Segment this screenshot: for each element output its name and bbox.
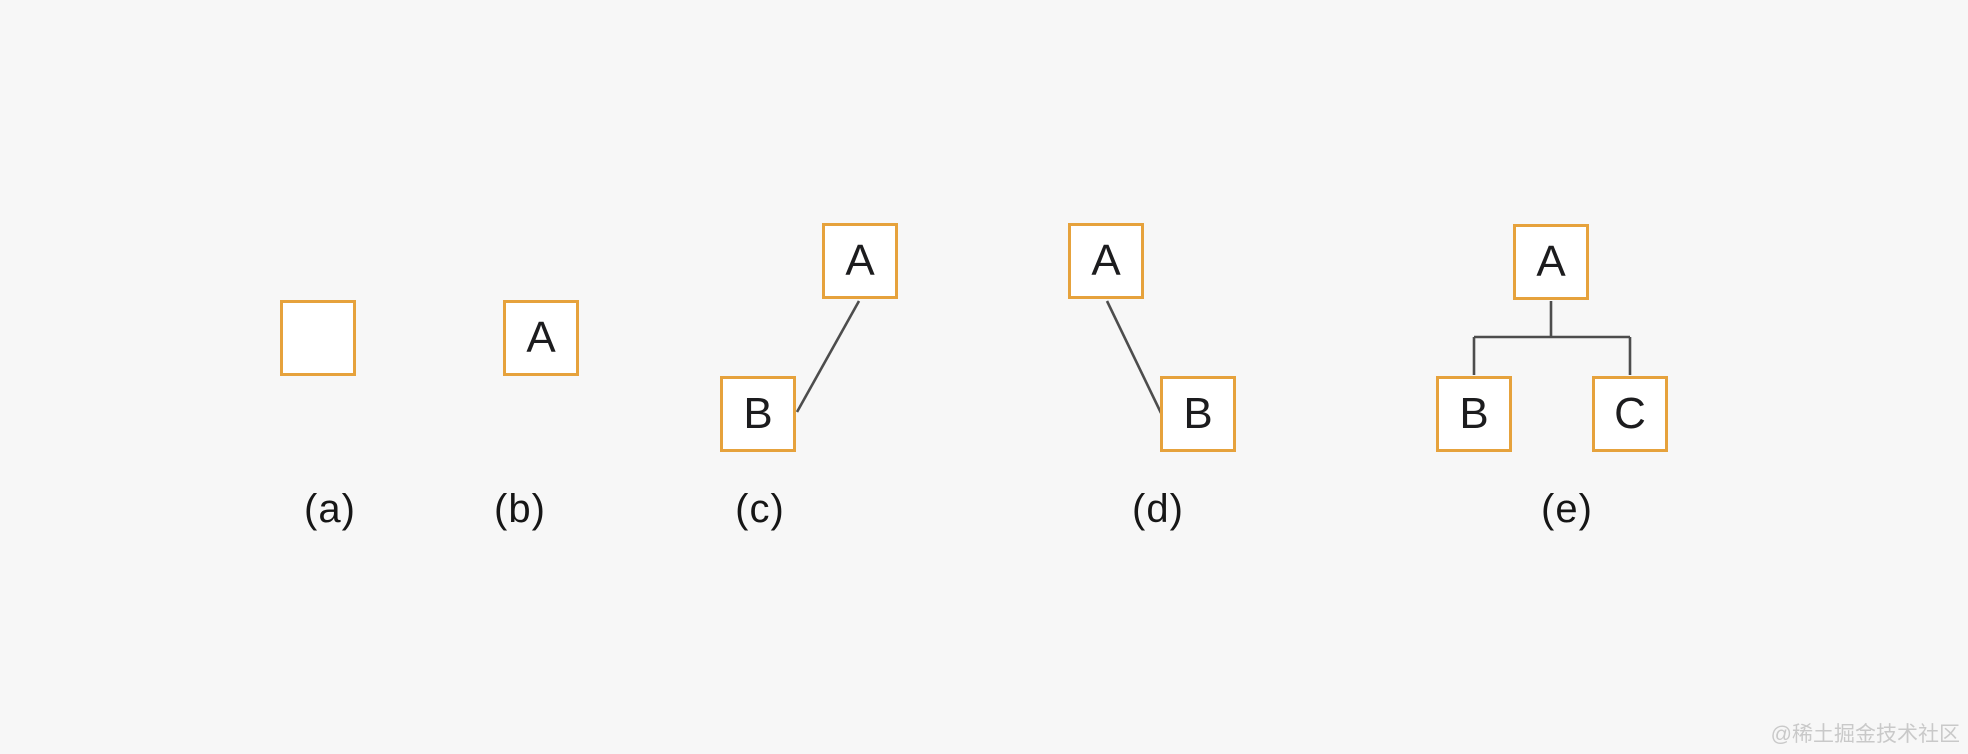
- figure-c-caption: (c): [735, 487, 785, 531]
- figure-d-node-b-box: B: [1160, 376, 1236, 452]
- juejin-watermark: @稀土掘金技术社区: [1770, 723, 1960, 746]
- figure-d-caption: (d): [1132, 487, 1184, 531]
- figure-b-node-a-box: A: [503, 300, 579, 376]
- figure-c-node-a-box: A: [822, 223, 898, 299]
- figure-a-caption: (a): [304, 487, 356, 531]
- figure-d-node-a-box: A: [1068, 223, 1144, 299]
- edge-e-tree-connector: [1472, 301, 1632, 375]
- figure-a-empty-node-box: [280, 300, 356, 376]
- figure-e-caption: (e): [1541, 487, 1593, 531]
- edge-c-b-a-line: [795, 300, 861, 413]
- figure-c-node-b-box: B: [720, 376, 796, 452]
- figure-e-node-b-box: B: [1436, 376, 1512, 452]
- figure-e-node-a-box: A: [1513, 224, 1589, 300]
- figure-e-node-c-box: C: [1592, 376, 1668, 452]
- figure-b-caption: (b): [494, 487, 546, 531]
- edge-d-a-b-line: [1105, 300, 1163, 414]
